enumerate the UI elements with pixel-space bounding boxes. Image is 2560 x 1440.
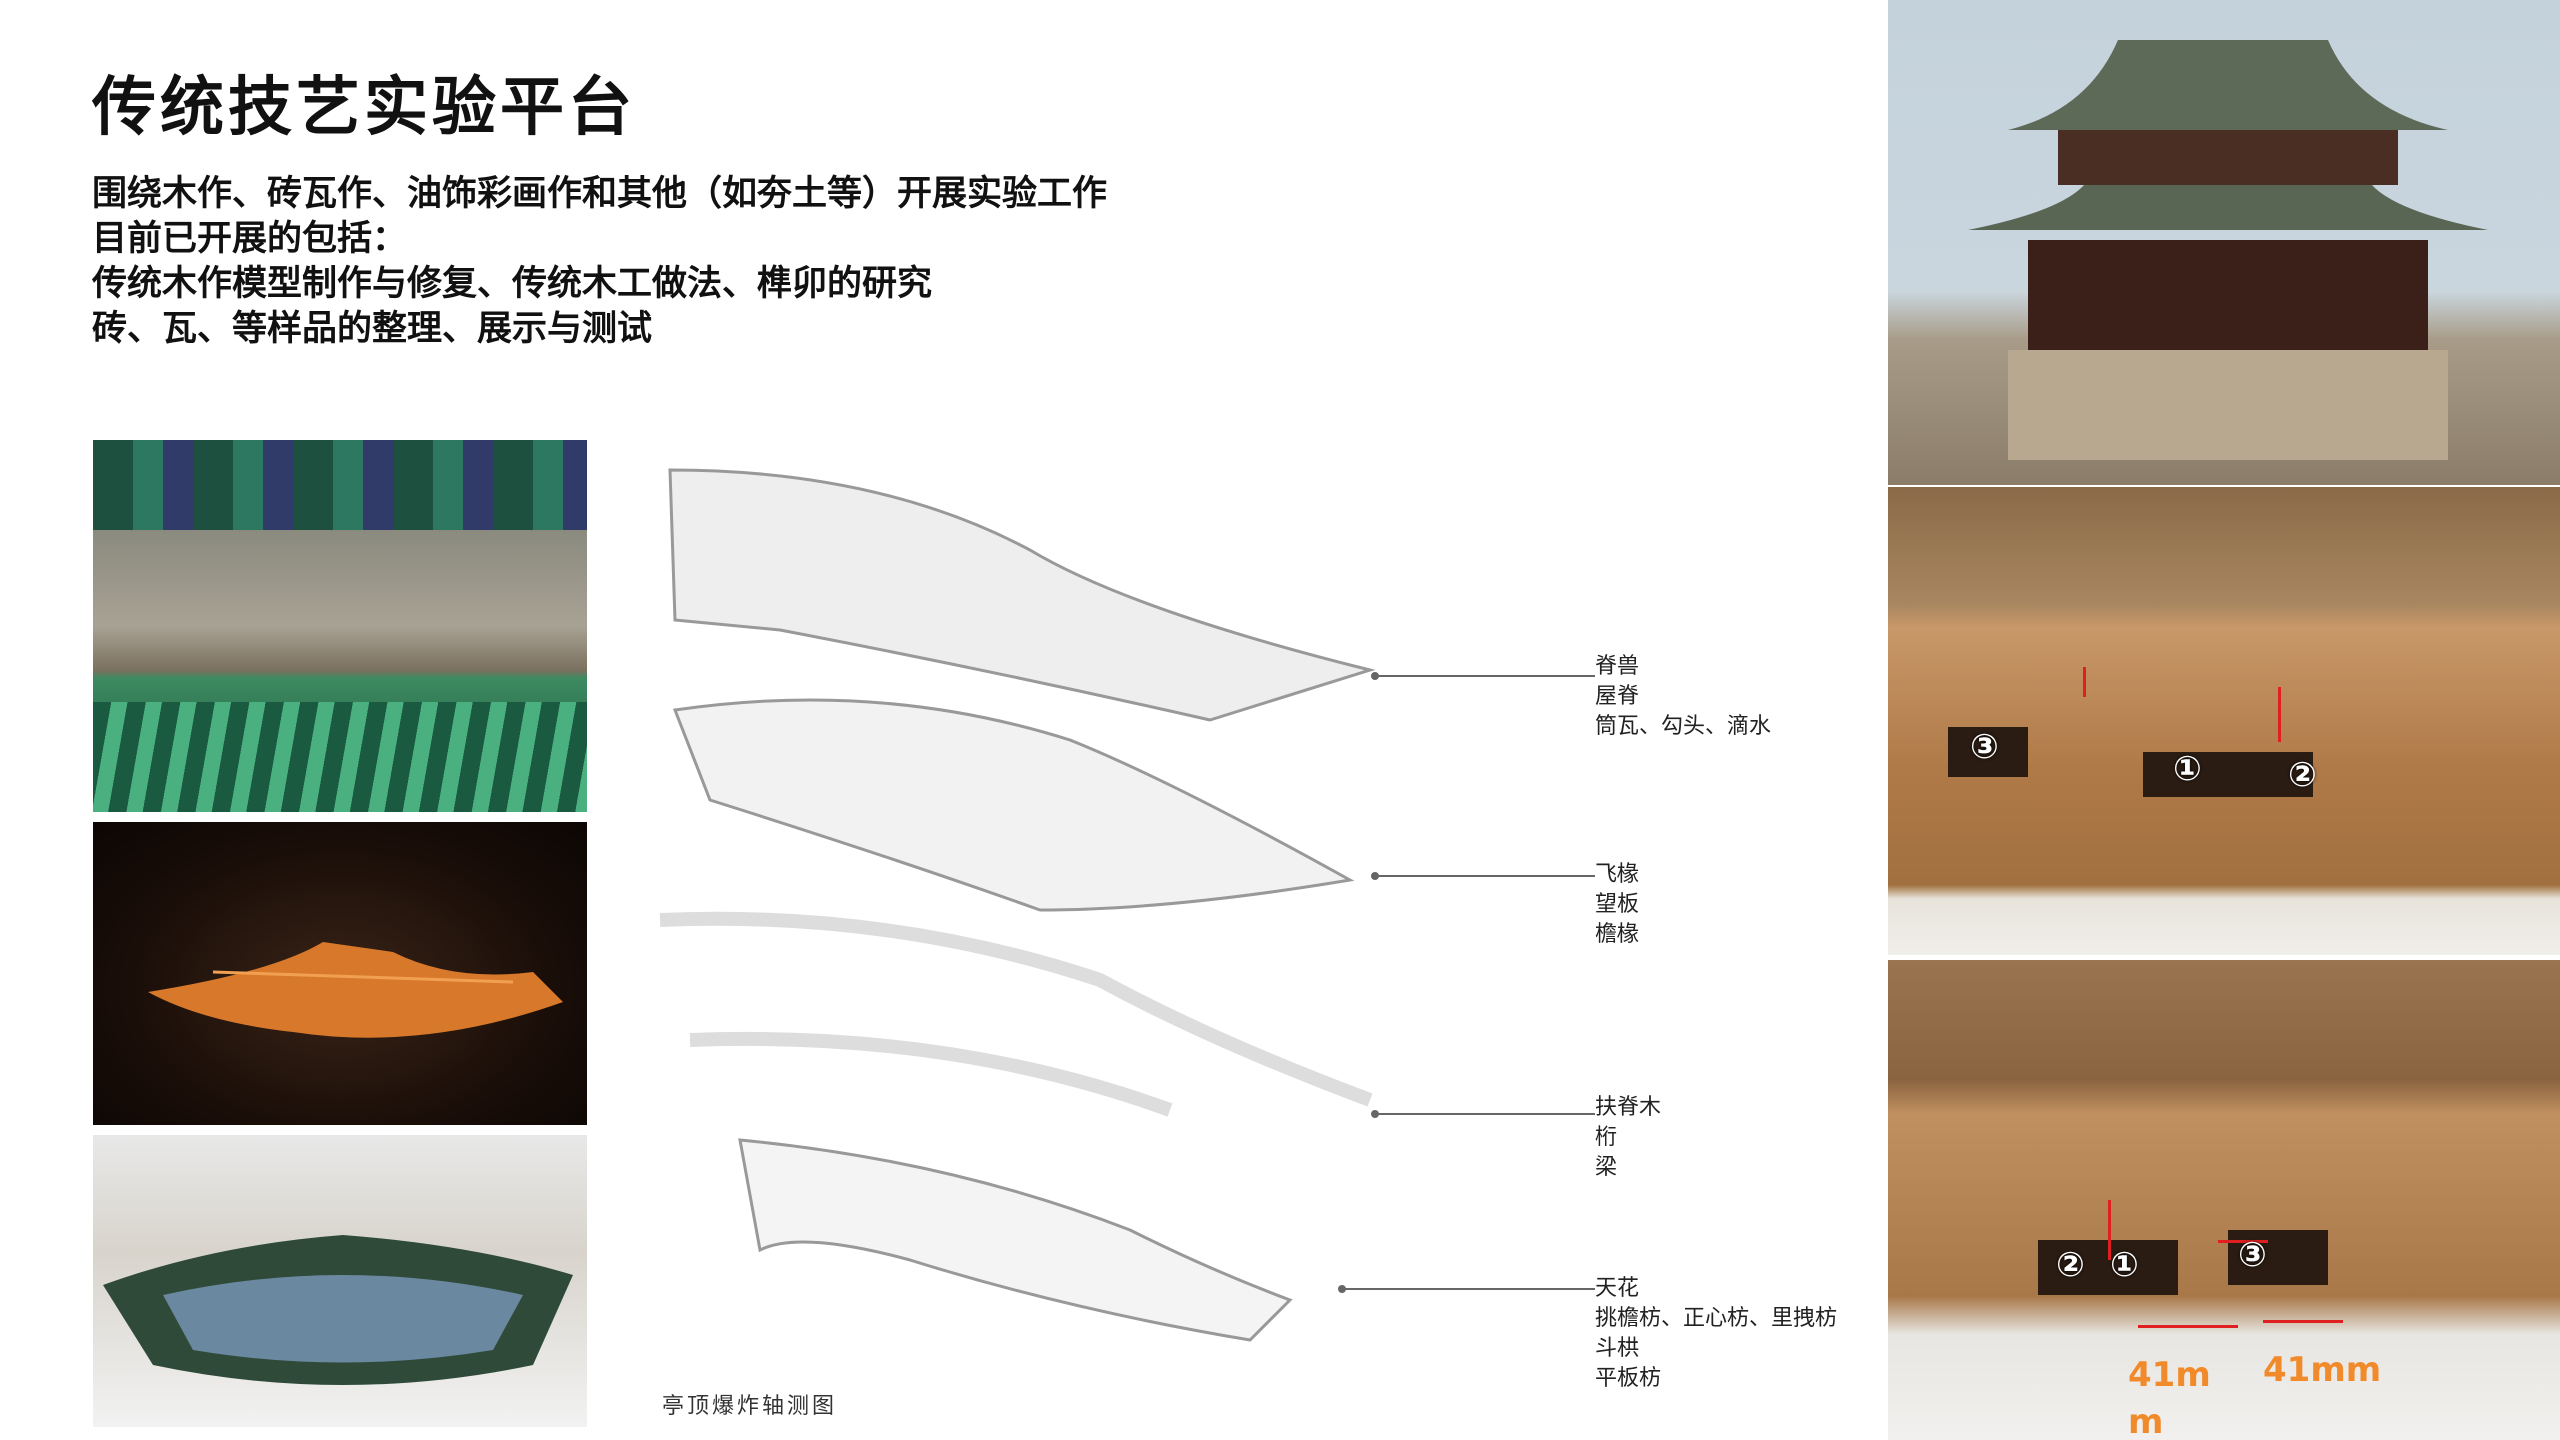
- label: 扶脊木: [1595, 1095, 1662, 1120]
- label-group-beams: 扶脊木 桁 梁: [1595, 1093, 1661, 1183]
- painted-beam-photo: [93, 440, 587, 812]
- joint-marker: ②: [2288, 755, 2317, 795]
- label: 望板: [1595, 892, 1640, 917]
- roof-exploded-diagram: [659, 468, 1376, 1342]
- label-leader-line: [1338, 1285, 1595, 1293]
- label: 平板枋: [1595, 1366, 1662, 1391]
- label: 挑檐枋、正心枋、里拽枋: [1595, 1306, 1838, 1331]
- intro-line: 砖、瓦、等样品的整理、展示与测试: [92, 309, 653, 349]
- mortise-joint-photo-2: ② ① ③ 41m m 41mm: [1888, 960, 2560, 1440]
- intro-line: 传统木作模型制作与修复、传统木工做法、榫卯的研究: [92, 264, 933, 304]
- label-group-ceiling: 天花 挑檐枋、正心枋、里拽枋 斗栱 平板枋: [1595, 1274, 1837, 1394]
- diagram-caption: 亭顶爆炸轴测图: [662, 1394, 838, 1419]
- label-leader-line: [1371, 1110, 1595, 1118]
- label: 筒瓦、勾头、滴水: [1595, 714, 1772, 739]
- roof-tile-layer: [668, 468, 1376, 722]
- label: 檐椽: [1595, 922, 1640, 947]
- rafter-layer: [672, 698, 1355, 912]
- joint-marker: ③: [1970, 727, 1999, 767]
- temple-model: [1968, 40, 2488, 460]
- label: 屋脊: [1595, 684, 1640, 709]
- label: 斗栱: [1595, 1336, 1640, 1361]
- green-roof-model: [103, 1235, 573, 1385]
- temple-model-photo: [1888, 0, 2560, 485]
- ceiling-bracket-layer: [738, 1138, 1293, 1342]
- joint-marker: ①: [2173, 749, 2202, 789]
- label-group-roof-tiles: 脊兽 屋脊 筒瓦、勾头、滴水: [1595, 652, 1771, 742]
- measurement-label: 41m: [2128, 1355, 2211, 1395]
- intro-line: 目前已开展的包括：: [92, 219, 408, 259]
- label-leader-line: [1371, 872, 1595, 880]
- joint-marker: ②: [2056, 1245, 2085, 1285]
- joint-marker: ①: [2110, 1245, 2139, 1285]
- label-group-rafters: 飞椽 望板 檐椽: [1595, 860, 1639, 950]
- intro-line: 围绕木作、砖瓦作、油饰彩画作和其他（如夯土等）开展实验工作: [92, 174, 1108, 214]
- mortise-joint-photo-1: ③ ① ②: [1888, 487, 2560, 955]
- label-leader-line: [1371, 672, 1595, 680]
- measurement-label: 41mm: [2263, 1350, 2382, 1390]
- page-title: 传统技艺实验平台: [92, 71, 636, 145]
- label: 桁: [1595, 1125, 1618, 1150]
- label: 飞椽: [1595, 862, 1640, 887]
- joint-marker: ③: [2238, 1235, 2267, 1275]
- orange-roof-model: [148, 942, 563, 1038]
- label: 脊兽: [1595, 654, 1640, 679]
- label: 梁: [1595, 1155, 1618, 1180]
- roof-model-orange-photo: [93, 822, 587, 1125]
- purlin-beam-layer: [659, 911, 1373, 1117]
- measurement-label: m: [2128, 1402, 2164, 1440]
- roof-model-green-photo: [93, 1135, 587, 1427]
- label: 天花: [1595, 1276, 1640, 1301]
